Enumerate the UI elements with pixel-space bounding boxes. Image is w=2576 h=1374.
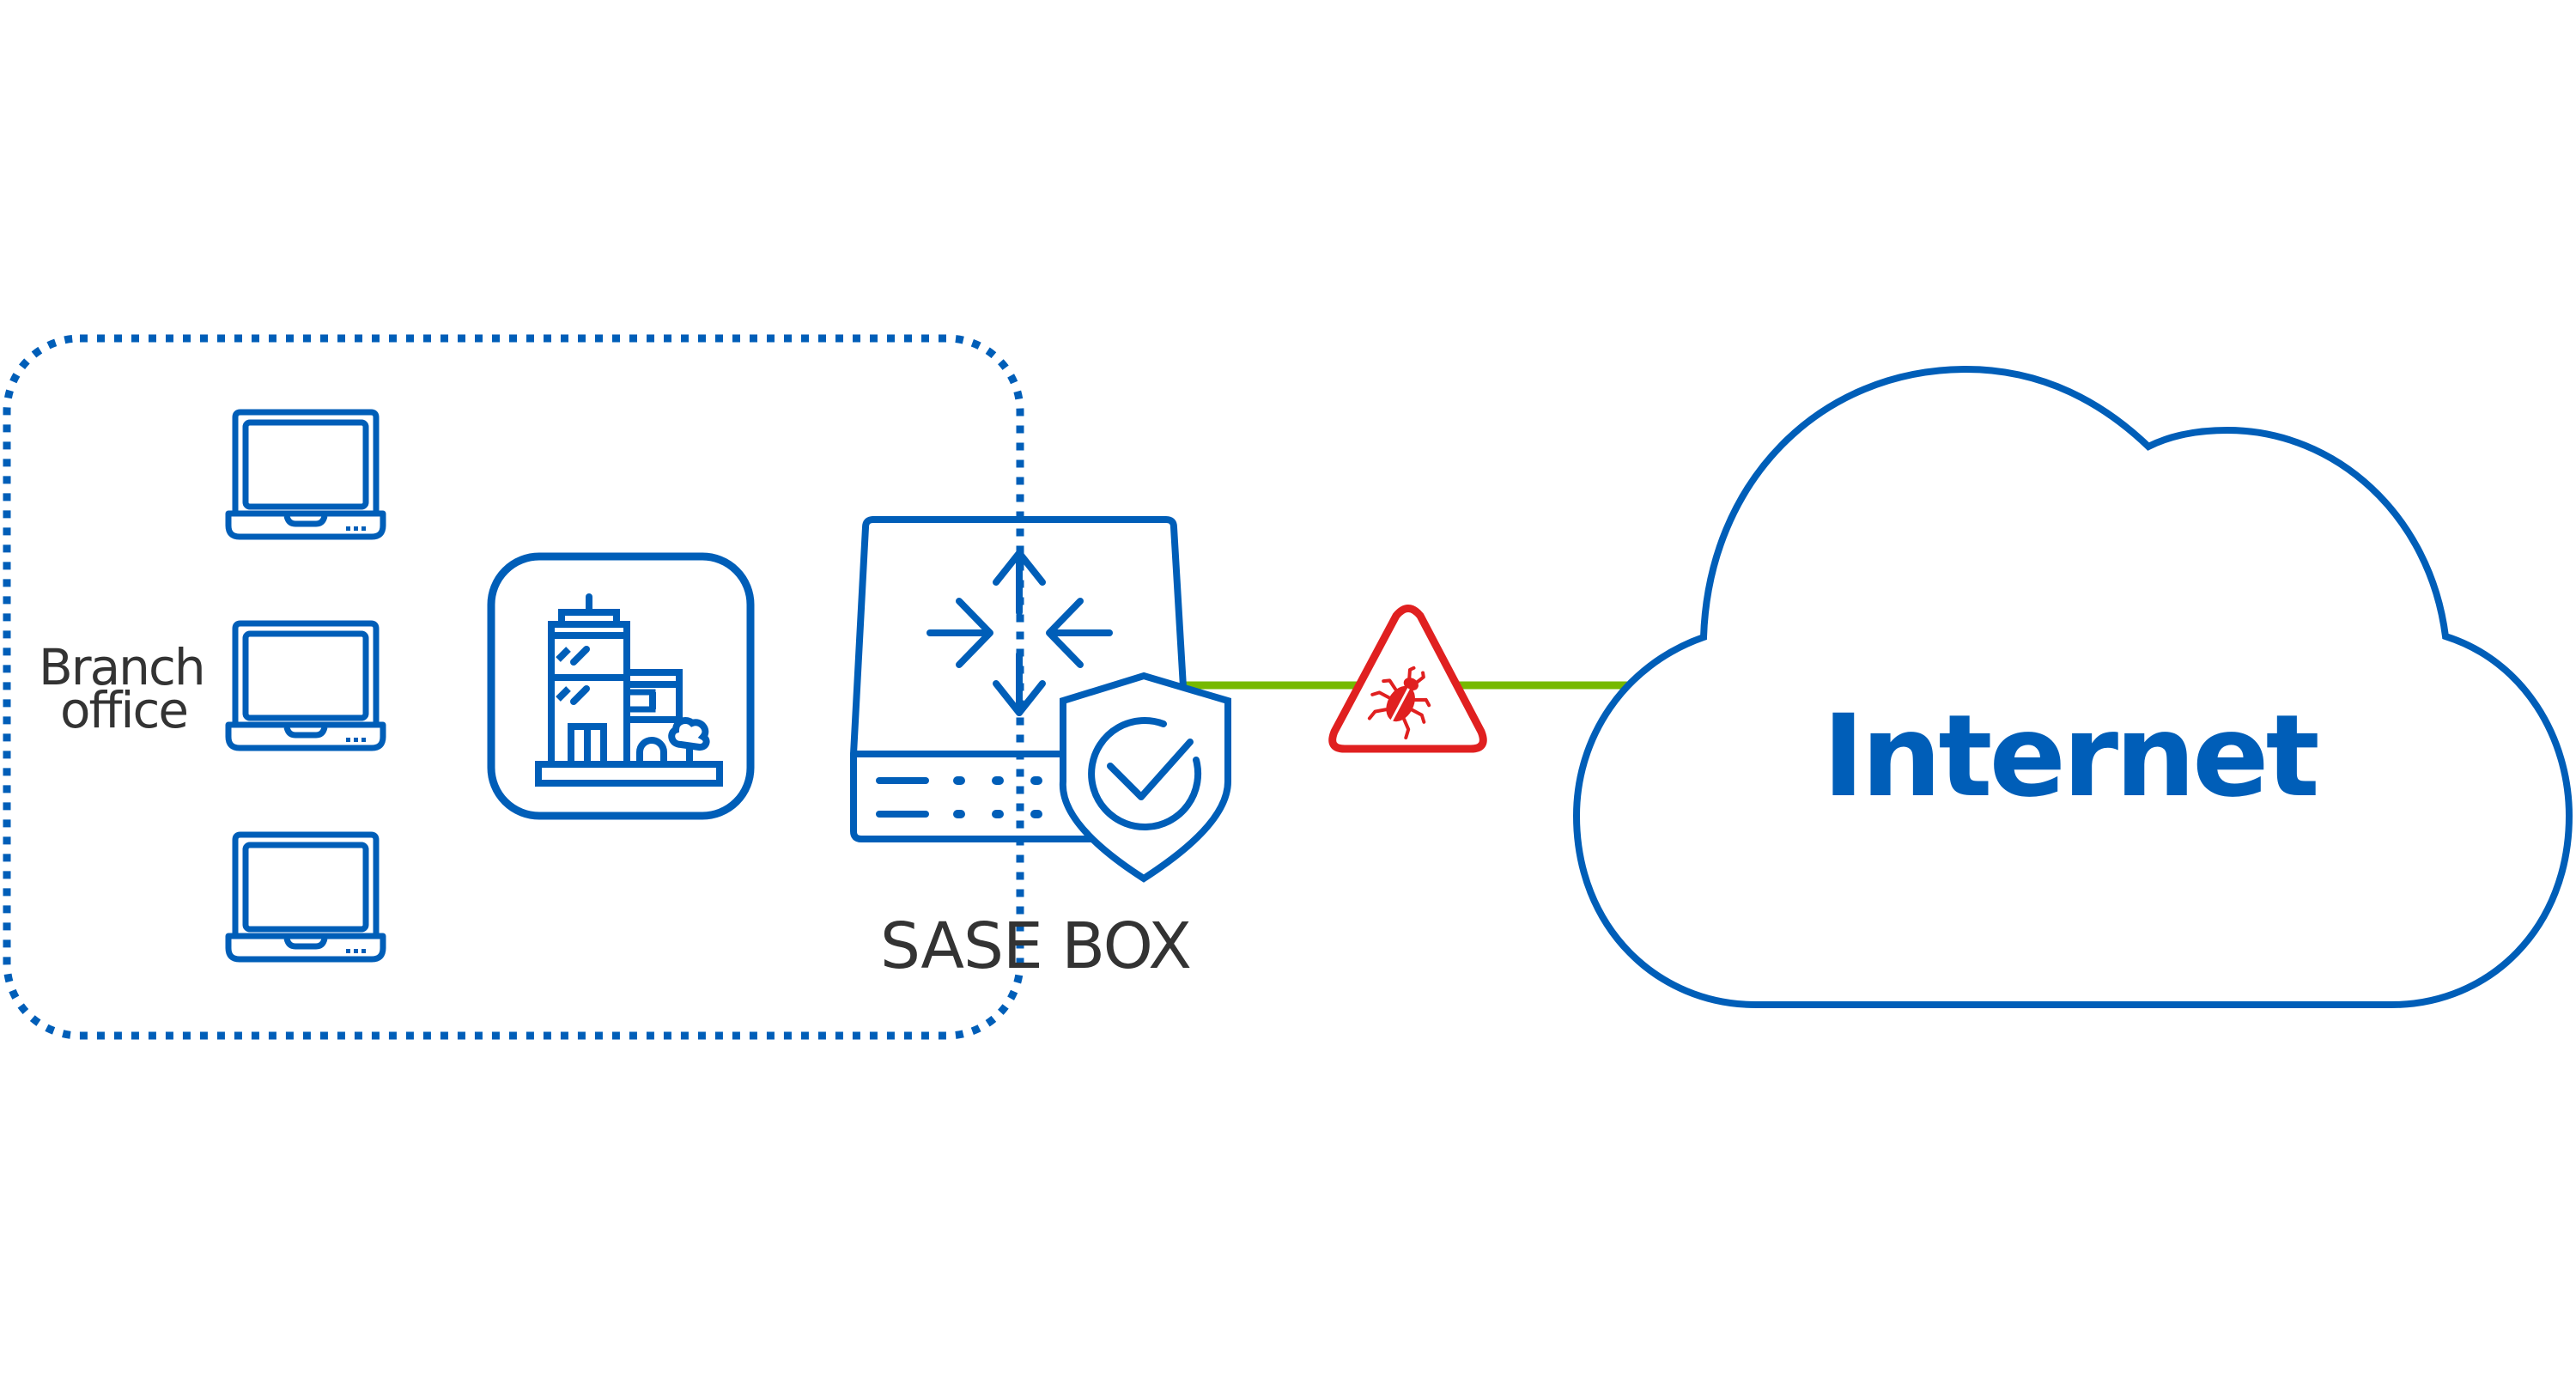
cloud-outline <box>1572 365 2573 1008</box>
sase-box-device: SASE BOX <box>850 516 1231 983</box>
laptop-icon <box>225 831 386 963</box>
branch-office-label-line2: office <box>60 681 187 739</box>
branch-office-label: Branch office <box>39 638 209 739</box>
laptop-icon <box>225 620 386 751</box>
bug-icon <box>1367 666 1431 740</box>
router-device-icon <box>850 516 1187 842</box>
cloud-icon: Internet <box>1572 365 2573 1008</box>
laptop-icon <box>225 409 386 540</box>
office-building-icon <box>487 552 755 820</box>
sase-box-label: SASE BOX <box>880 909 1191 983</box>
branch-office-label-line1: Branch <box>39 638 204 696</box>
cloud-label: Internet <box>1822 690 2318 823</box>
shield-check-icon <box>1059 672 1231 883</box>
bug-warning-icon <box>1328 605 1487 753</box>
building-icon-frame <box>487 552 755 820</box>
